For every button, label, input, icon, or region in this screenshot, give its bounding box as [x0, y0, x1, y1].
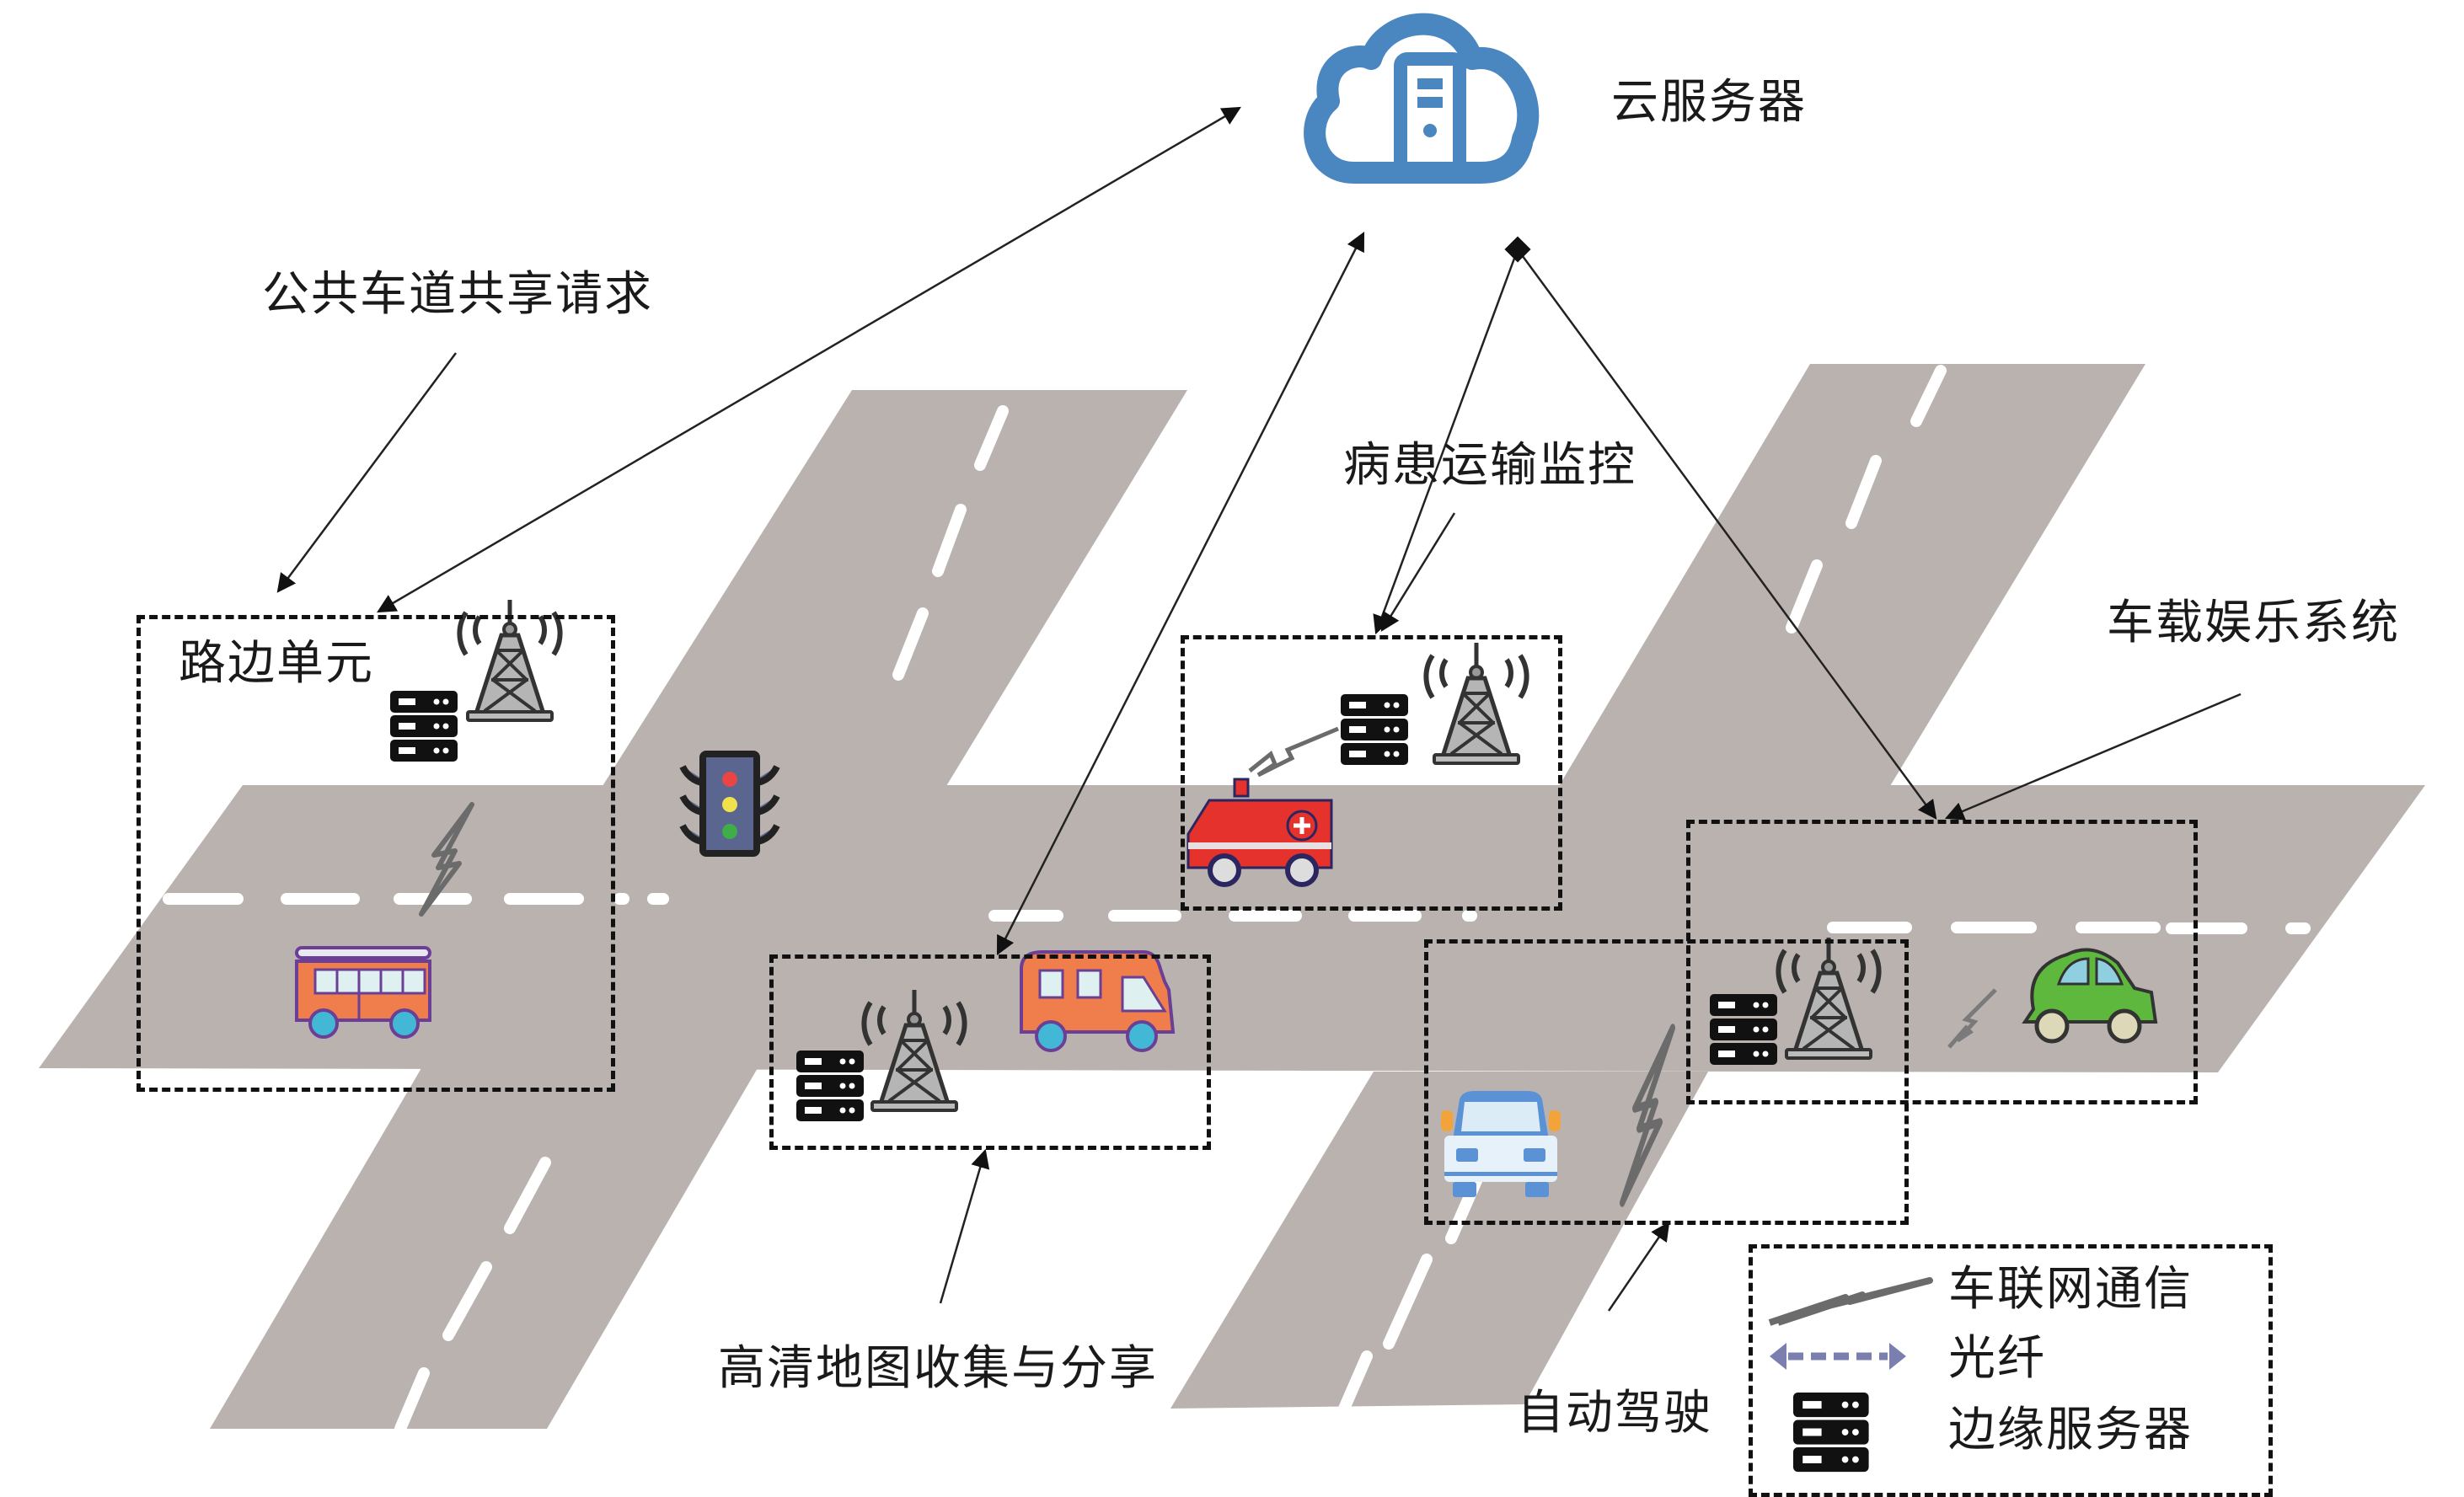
arrow-hdmap-to-cloud	[996, 231, 1365, 956]
arrow-hdmap-label	[939, 1148, 990, 1304]
greencar-link-lightning-icon	[1947, 988, 1997, 1049]
road-upper-right	[1559, 364, 2145, 786]
green-car-icon	[2022, 948, 2158, 1044]
legend-item-edge-server-label: 边缘服务器	[1948, 1403, 2193, 1457]
autonomous-driving-label: 自动驾驶	[1517, 1386, 1712, 1441]
ambulance-link-lightning-icon	[1248, 726, 1339, 778]
blue-car-icon	[1441, 1091, 1561, 1197]
road-upper-left	[603, 390, 1187, 786]
traffic-light-icon	[679, 751, 780, 857]
infotainment-label: 车载娱乐系统	[2107, 596, 2400, 650]
patient-transport-label: 病患运输监控	[1343, 438, 1636, 493]
hd-map-box	[769, 954, 1211, 1150]
bus-icon	[295, 946, 431, 1039]
ambulance-icon	[1186, 778, 1333, 887]
legend-lightning-icon	[1768, 1277, 1933, 1326]
arrow-infotainment-to-cloud	[1516, 249, 1937, 820]
legend-item-fiber-label: 光纤	[1948, 1331, 2046, 1386]
patient-transport-box	[1181, 635, 1562, 911]
autonomous-driving-box	[1424, 939, 1909, 1225]
arrow-infotainment-label	[1944, 692, 2242, 821]
connection-arrows	[276, 106, 2242, 1312]
arrow-lane-label	[276, 352, 458, 593]
arrow-patient-label	[1380, 512, 1456, 632]
diamond-connector	[1504, 236, 1531, 263]
arrow-rsu-to-cloud	[377, 106, 1241, 613]
lane-sharing-label: 公共车道共享请求	[262, 267, 653, 322]
rsu-box	[137, 615, 615, 1092]
van-icon	[1020, 950, 1176, 1052]
hd-map-label: 高清地图收集与分享	[718, 1341, 1158, 1396]
cloud-server-icon	[1304, 13, 1540, 184]
arrow-ambulance-to-cloud	[1373, 249, 1519, 635]
roadside-unit-label: 路边单元	[179, 636, 374, 691]
arrow-autonomous-label	[1607, 1222, 1670, 1312]
road-lower-right	[1170, 1072, 1708, 1409]
legend-item-v2x-label: 车联网通信	[1948, 1262, 2193, 1317]
road-lower-left	[210, 1068, 758, 1429]
legend-fiber-arrow-icon	[1770, 1343, 1906, 1370]
infotainment-box	[1686, 820, 2198, 1104]
cloud-server-label: 云服务器	[1611, 75, 1807, 130]
